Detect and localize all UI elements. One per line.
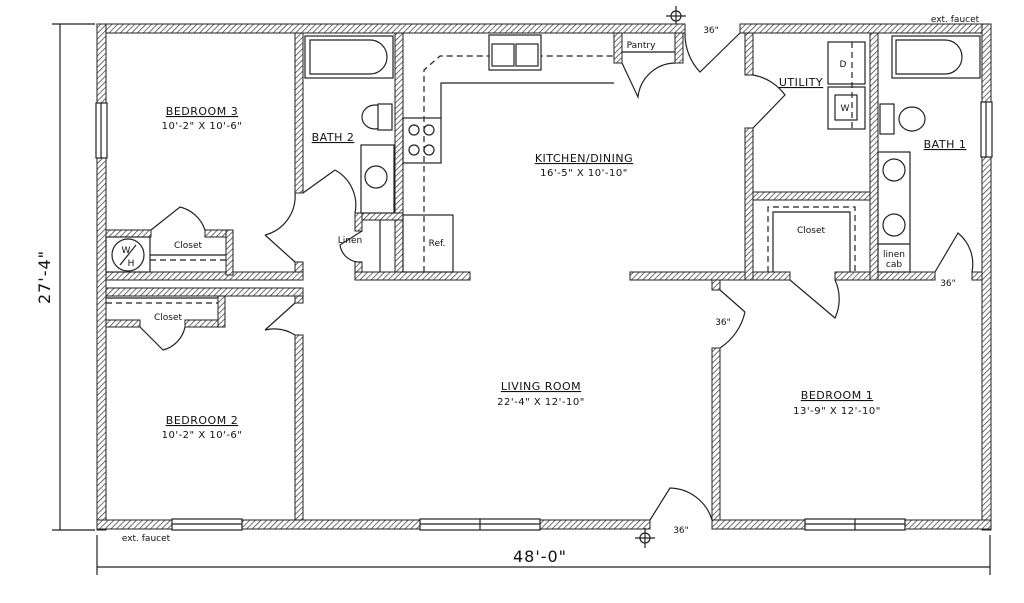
closet-label-bed3: Closet: [174, 241, 203, 251]
bedroom1-label: BEDROOM 1: [801, 389, 873, 402]
kitchen-size: 16'-5" X 10'-10": [540, 168, 628, 179]
door-width-rear: 36": [673, 526, 689, 536]
bath2-label: BATH 2: [312, 131, 355, 144]
ref-label: Ref.: [429, 239, 446, 249]
bedroom2-size: 10'-2" X 10'-6": [162, 430, 243, 441]
utility-label: UTILITY: [779, 76, 823, 89]
pantry-label: Pantry: [627, 41, 656, 51]
living-room-size: 22'-4" X 12'-10": [497, 397, 585, 408]
washer-label: W: [841, 104, 850, 114]
water-heater-h: H: [128, 259, 135, 269]
closet-label-bed1: Closet: [797, 226, 826, 236]
dryer-label: D: [840, 60, 847, 70]
overall-depth-dimension: 27'-4": [35, 250, 54, 304]
door-width-bedroom1: 36": [715, 318, 731, 328]
closet-label-bed2: Closet: [154, 313, 183, 323]
windows: [95, 101, 993, 531]
living-room-label: LIVING ROOM: [501, 380, 581, 393]
bedroom3-size: 10'-2" X 10'-6": [162, 121, 243, 132]
ext-faucet-label-top: ext. faucet: [931, 15, 980, 25]
linen-label: Linen: [338, 236, 362, 246]
linen-cab-label-1: linen: [883, 250, 905, 260]
ext-faucet-label-bottom: ext. faucet: [122, 534, 171, 544]
door-width-bath1: 36": [940, 279, 956, 289]
bath1-label: BATH 1: [924, 138, 967, 151]
linen-cab-label-2: cab: [886, 260, 902, 270]
bedroom2-label: BEDROOM 2: [166, 414, 238, 427]
interior-walls: [105, 32, 983, 521]
water-heater-w: W: [122, 246, 131, 256]
door-width-front: 36": [703, 26, 719, 36]
dimension-lines: [52, 23, 991, 575]
kitchen-label: KITCHEN/DINING: [535, 152, 633, 165]
fixtures: [105, 6, 981, 548]
overall-width-dimension: 48'-0": [513, 547, 567, 566]
doors: [139, 32, 974, 521]
bedroom3-label: BEDROOM 3: [166, 105, 238, 118]
bedroom1-size: 13'-9" X 12'-10": [793, 406, 881, 417]
